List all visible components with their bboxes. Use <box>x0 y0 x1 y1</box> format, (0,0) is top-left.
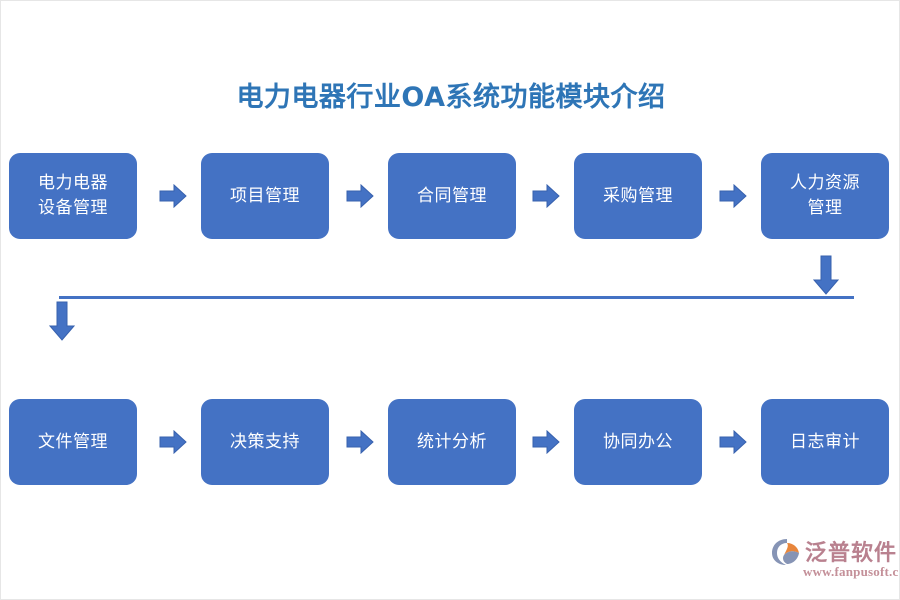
arrow-right-icon <box>346 184 374 208</box>
page-title: 电力电器行业OA系统功能模块介绍 <box>236 82 666 113</box>
flow-node-project-management[interactable]: 项目管理 <box>201 153 329 239</box>
flow-node-file-management[interactable]: 文件管理 <box>9 399 137 485</box>
arrow-right-icon <box>159 184 187 208</box>
flow-node-human-resource-management[interactable]: 人力资源 管理 <box>761 153 889 239</box>
flow-node-decision-support[interactable]: 决策支持 <box>201 399 329 485</box>
flow-node-procurement-management[interactable]: 采购管理 <box>574 153 702 239</box>
logo-swirl-icon <box>771 537 803 567</box>
flow-node-label: 协同办公 <box>603 431 673 452</box>
flow-node-label: 文件管理 <box>38 431 108 452</box>
flow-node-label: 人力资源 管理 <box>790 173 860 218</box>
flow-node-label: 项目管理 <box>230 185 300 206</box>
row-connector-line <box>59 296 854 299</box>
logo-brand-name: 泛普软件 <box>805 541 898 566</box>
flow-node-label: 日志审计 <box>790 431 860 452</box>
flow-node-label: 电力电器 设备管理 <box>38 173 108 218</box>
flow-node-power-equipment-management[interactable]: 电力电器 设备管理 <box>9 153 137 239</box>
flow-node-collaborative-office[interactable]: 协同办公 <box>574 399 702 485</box>
flow-node-label: 统计分析 <box>417 431 487 452</box>
flow-node-contract-management[interactable]: 合同管理 <box>388 153 516 239</box>
arrow-right-icon <box>719 430 747 454</box>
logo-website-url: www.fanpusoft.com <box>803 564 899 579</box>
flow-node-log-audit[interactable]: 日志审计 <box>761 399 889 485</box>
arrow-down-icon-row-transition-end <box>49 301 75 341</box>
flow-node-label: 决策支持 <box>230 431 300 452</box>
brand-logo: 泛普软件 www.fanpusoft.com <box>771 535 899 585</box>
arrow-right-icon <box>346 430 374 454</box>
flow-node-label: 采购管理 <box>603 185 673 206</box>
arrow-right-icon <box>159 430 187 454</box>
arrow-right-icon <box>719 184 747 208</box>
flow-node-label: 合同管理 <box>417 185 487 206</box>
arrow-down-icon-row-transition-start <box>813 255 839 295</box>
arrow-right-icon <box>532 184 560 208</box>
arrow-right-icon <box>532 430 560 454</box>
flow-node-statistical-analysis[interactable]: 统计分析 <box>388 399 516 485</box>
